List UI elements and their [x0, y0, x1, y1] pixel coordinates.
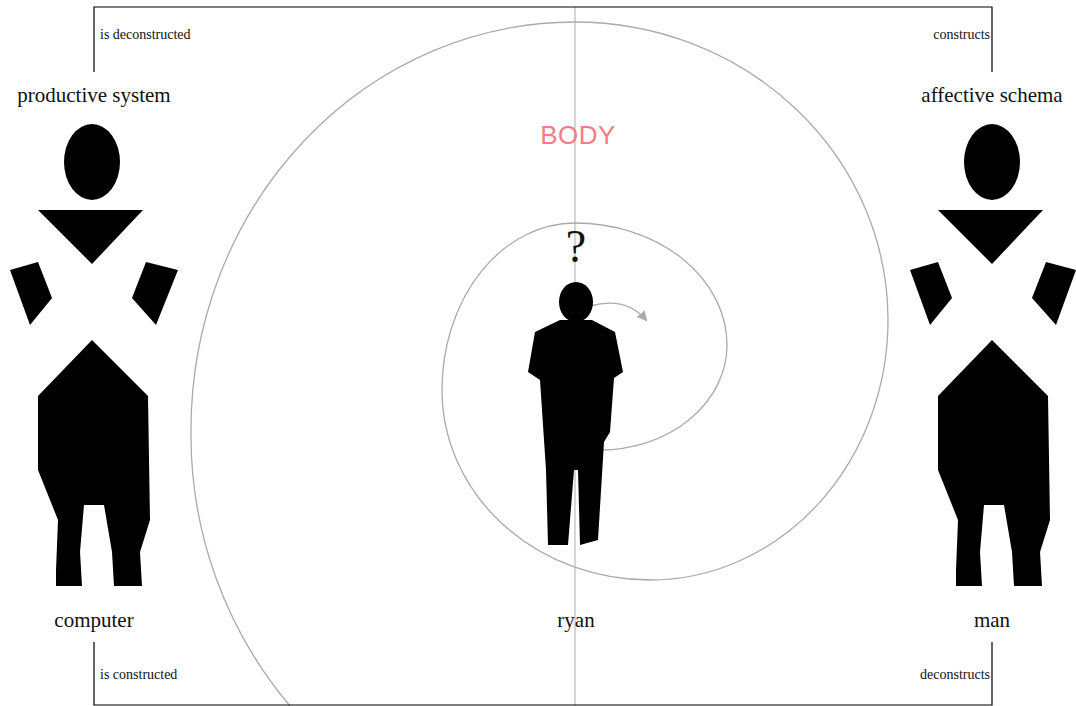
body-title: BODY	[478, 120, 678, 150]
bracket-connector	[94, 7, 992, 72]
figure-name: computer	[54, 608, 133, 632]
relation-label: deconstructs	[920, 666, 990, 684]
figure-name: ryan	[557, 608, 594, 632]
relation-label: is constructed	[100, 666, 177, 684]
figure-node: productive system computer	[0, 72, 188, 642]
turn-arrow	[590, 303, 646, 320]
schema-heading: affective schema	[921, 83, 1062, 107]
relation-label: is deconstructed	[100, 26, 191, 44]
person-silhouette	[528, 282, 623, 545]
figure-node: affective schema man	[908, 72, 1076, 642]
crossed-silhouette	[10, 124, 178, 586]
spiral	[191, 22, 888, 706]
system-heading: productive system	[17, 83, 170, 107]
crossed-silhouette	[910, 124, 1076, 586]
bracket-connector	[94, 642, 992, 705]
figure-node: ? ryan	[526, 220, 626, 634]
question-mark: ?	[566, 224, 586, 270]
figure-name: man	[974, 608, 1010, 632]
relation-label: constructs	[933, 26, 990, 44]
